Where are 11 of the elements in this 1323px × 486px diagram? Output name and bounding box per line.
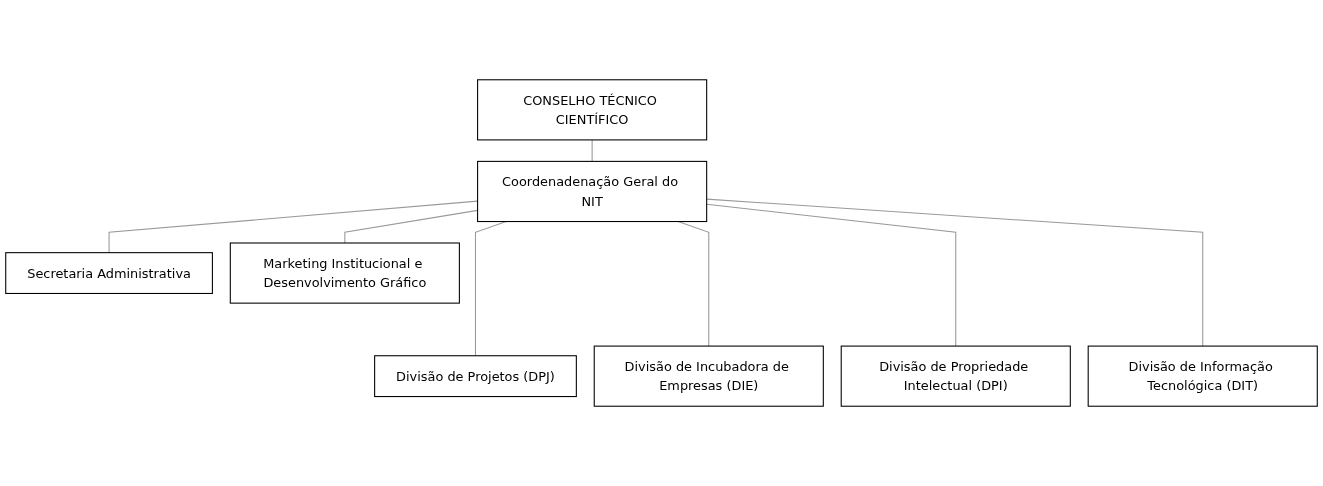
node-box: Coordenadenação Geral do NIT [477, 160, 708, 223]
node-box: Secretaria Administrativa [5, 252, 213, 294]
node-box: Divisão de Projetos (DPJ) [374, 355, 577, 398]
node-box: Marketing Institucional e Desenvolvimento Gráfico [229, 242, 460, 304]
node-box: Divisão de Informação Tecnológica (DIT) [1087, 345, 1318, 407]
connector [706, 198, 1204, 347]
connector [591, 139, 593, 162]
node-box: Divisão de Propriedade Intelectual (DPI) [840, 345, 1071, 407]
connector [706, 203, 957, 347]
node-box: CONSELHO TÉCNICO CIENTÍFICO [477, 79, 708, 141]
node-box: Divisão de Incubadora de Empresas (DIE) [593, 345, 824, 407]
